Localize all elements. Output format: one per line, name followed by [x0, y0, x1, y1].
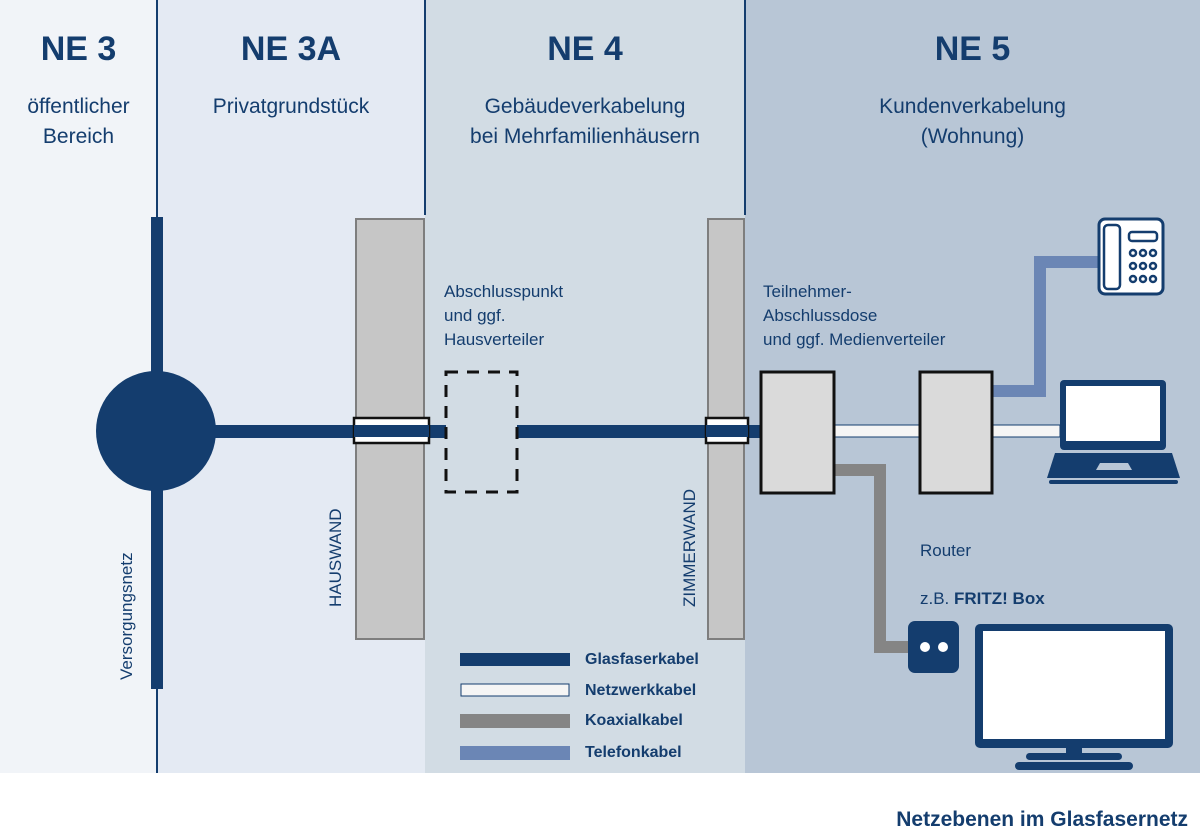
termination-point-label: Abschlusspunkt und ggf. Hausverteiler: [444, 282, 564, 349]
legend-swatch-coax: [460, 714, 570, 728]
fiber-cable: [354, 425, 429, 437]
zone-divider: [424, 0, 426, 215]
network-cable: [991, 424, 1061, 438]
fiber-cable: [517, 425, 762, 438]
zone-divider: [744, 0, 746, 215]
subscriber-socket-box: [759, 370, 836, 495]
zone-title: NE 5: [934, 30, 1011, 68]
phone-cable: [992, 256, 1100, 397]
zone-title: NE 4: [547, 30, 623, 68]
router-label-prefix: z.B.: [920, 589, 955, 608]
legend-label-network: Netzwerkkabel: [585, 682, 697, 699]
zone-subtitle: Gebäudeverkabelung bei Mehrfamilienhäuse…: [470, 95, 700, 148]
legend-swatch-network: [460, 683, 570, 697]
legend-swatch-phone: [460, 746, 570, 760]
distribution-node: [96, 371, 216, 491]
zone-subtitle: öffentlicher Bereich: [27, 95, 130, 148]
zone-ne4: NE 4 Gebäudeverkabelung bei Mehrfamilien…: [425, 0, 745, 773]
legend-label-coax: Koaxialkabel: [585, 712, 683, 729]
supply-network-label: Versorgungsnetz: [117, 552, 136, 680]
legend-label-phone: Telefonkabel: [585, 744, 682, 761]
router-brand: FRITZ! Box: [954, 589, 1045, 608]
house-wall-label: HAUSWAND: [326, 508, 345, 607]
room-wall-label: ZIMMERWAND: [680, 488, 699, 607]
router-label: Router z.B. FRITZ! Box: [920, 515, 1045, 611]
telephone-icon: [1097, 217, 1165, 296]
router-box: [918, 370, 994, 495]
laptop-icon: [1047, 380, 1180, 484]
termination-point-box: [444, 370, 519, 494]
fiber-cable: [706, 425, 748, 437]
tv-icon: [975, 624, 1173, 770]
legend-swatch-fiber: [460, 653, 570, 666]
coax-cable: [834, 464, 910, 653]
legend-label-fiber: Glasfaserkabel: [585, 651, 699, 668]
subscriber-socket-label: Teilnehmer- Abschlussdose und ggf. Medie…: [763, 282, 946, 349]
router-label-line1: Router: [920, 541, 972, 560]
zone-title: NE 3A: [240, 30, 342, 68]
zone-subtitle: Privatgrundstück: [212, 95, 370, 118]
coax-socket-icon: [908, 621, 959, 673]
zone-subtitle: Kundenverkabelung (Wohnung): [879, 95, 1066, 148]
network-cable: [833, 424, 923, 438]
zone-title: NE 3: [40, 30, 117, 68]
diagram-caption: Netzebenen im Glasfasernetz: [896, 808, 1188, 831]
